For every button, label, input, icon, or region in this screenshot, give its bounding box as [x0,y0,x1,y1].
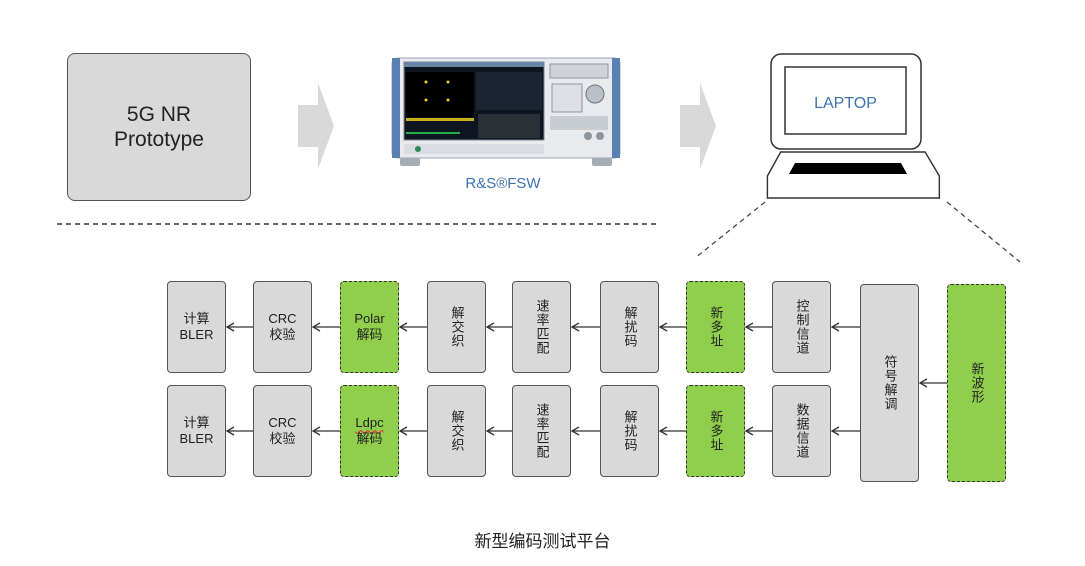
bler-label-en: BLER [179,431,214,446]
block-descramble-row1: 解扰码 [600,281,659,373]
block-deinterleave-row2: 解交织 [427,385,486,477]
laptop-label: LAPTOP [814,95,877,112]
arrow-head-icon [570,426,580,436]
arrow-head-icon [918,378,928,388]
block-descramble-row2: 解扰码 [600,385,659,477]
bler-label-en: BLER [179,327,214,342]
spectrum-analyzer-icon [391,57,621,166]
arrow-head-icon [485,426,495,436]
polar-label: Polar [354,311,385,326]
arrow-head-icon [225,322,235,332]
bler-label: 计算 [183,311,210,326]
figure-caption: 新型编码测试平台 [474,532,611,552]
instrument-label: R&S®FSW [465,175,541,192]
arrow-head-icon [398,322,408,332]
flow-arrow-icon [298,83,334,169]
prototype-label-line2: Prototype [114,128,204,151]
arrow-head-icon [311,426,321,436]
decode-label: 解码 [356,327,383,342]
crc-label: CRC [268,311,297,326]
block-control-channel: 控制信道 [772,281,831,373]
flow-arrow-icon [680,83,716,169]
zoom-guide-left [694,201,766,259]
crc-label-cn: 校验 [269,327,296,342]
arrow-head-icon [398,426,408,436]
block-symbol-demod: 符号解调 [860,284,919,482]
decode-label: 解码 [356,431,383,446]
arrow-head-icon [658,426,668,436]
arrow-head-icon [570,322,580,332]
arrow-head-icon [658,322,668,332]
arrow-head-icon [744,322,754,332]
block-data-channel: 数据信道 [772,385,831,477]
block-new-multiple-access-row1: 新多址 [686,281,745,373]
arrow-head-icon [744,426,754,436]
block-deinterleave-row1: 解交织 [427,281,486,373]
arrow-head-icon [485,322,495,332]
block-rate-match-row1: 速率匹配 [512,281,571,373]
bler-label: 计算 [183,415,210,430]
block-rate-match-row2: 速率匹配 [512,385,571,477]
arrow-head-icon [830,426,840,436]
arrow-head-icon [311,322,321,332]
block-new-multiple-access-row2: 新多址 [686,385,745,477]
arrow-head-icon [830,322,840,332]
arrow-head-icon [225,426,235,436]
laptop-icon [766,53,941,199]
ldpc-label: Ldpc [355,415,384,430]
block-new-waveform: 新波形 [947,284,1006,482]
prototype-label-line1: 5G NR [126,103,192,126]
crc-label: CRC [268,415,297,430]
crc-label-cn: 校验 [269,431,296,446]
zoom-guide-right [946,201,1021,263]
prototype-box: 5G NR Prototype [67,53,251,201]
